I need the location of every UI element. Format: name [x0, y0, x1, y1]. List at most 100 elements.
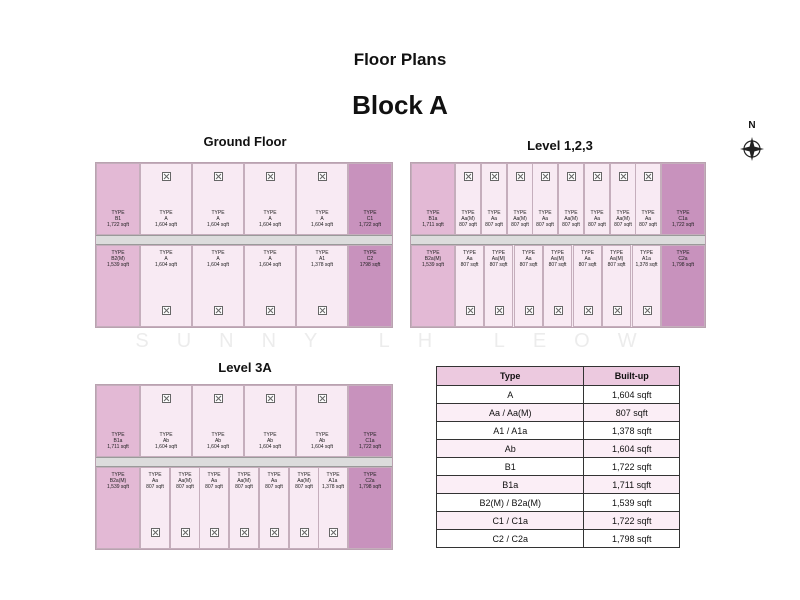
unit-name: TYPE: [159, 250, 173, 256]
unit-name: TYPE: [538, 210, 552, 216]
type-cell: Aa / Aa(M): [435, 403, 585, 422]
type-cell: A1 / A1a: [435, 421, 585, 440]
unit-type: A: [268, 216, 272, 222]
unit-name: TYPE: [639, 250, 654, 256]
stair-icon: [214, 394, 223, 403]
unit-size: 807 sqft: [205, 484, 223, 490]
unit-name: TYPE: [550, 250, 565, 256]
unit-type: Aa: [525, 256, 532, 262]
unit-type: A: [320, 216, 324, 222]
type-cell: C2 / C2a: [435, 529, 585, 548]
unit-type: Aa(M): [237, 478, 251, 484]
unit-size: 1798 sqft: [359, 262, 381, 268]
unit-size: 807 sqft: [146, 484, 164, 490]
unit-type: C2a: [678, 256, 688, 262]
stair-icon: [567, 172, 576, 181]
unit-name: TYPE: [211, 210, 225, 216]
unit-name: TYPE: [363, 432, 377, 438]
unit-type: Aa: [270, 478, 278, 484]
stair-icon: [613, 306, 622, 315]
unit-type: Ab: [162, 438, 170, 444]
type-cell: A: [435, 385, 585, 404]
unit-type: Aa: [466, 256, 473, 262]
stair-icon: [270, 528, 279, 537]
unit-name: TYPE: [111, 472, 125, 478]
unit-name: TYPE: [159, 432, 173, 438]
unit-type: Aa(M): [609, 256, 624, 262]
stair-icon: [162, 306, 171, 315]
unit-size: 807 sqft: [295, 484, 313, 490]
stair-icon: [162, 172, 171, 181]
stair-icon: [300, 528, 309, 537]
unit-size: 1,378 sqft: [322, 484, 344, 490]
stair-icon: [318, 394, 327, 403]
unit-size: 1,711 sqft: [422, 222, 444, 228]
unit-size: 807 sqft: [489, 262, 508, 268]
builtup-cell: 1,539 sqft: [583, 493, 680, 512]
north-compass: N: [738, 120, 766, 164]
unit-type: Ab: [266, 438, 274, 444]
unit-name: TYPE: [609, 250, 624, 256]
builtup-cell: 1,798 sqft: [583, 529, 680, 548]
unit-type: C1: [366, 216, 374, 222]
stair-icon: [181, 528, 190, 537]
builtup-cell: 1,722 sqft: [583, 511, 680, 530]
stair-icon: [643, 306, 652, 315]
unit-name: TYPE: [363, 210, 377, 216]
type-cell: C1 / C1a: [435, 511, 585, 530]
stair-icon: [525, 306, 534, 315]
unit-size: 1,604 sqft: [207, 444, 229, 450]
unit-size: 807 sqft: [519, 262, 538, 268]
stair-icon: [554, 306, 563, 315]
unit-name: TYPE: [580, 250, 595, 256]
unit-name: TYPE: [211, 250, 225, 256]
unit-type: A: [164, 216, 168, 222]
stair-icon: [466, 306, 475, 315]
stair-icon: [490, 172, 499, 181]
unit-size: 1,604 sqft: [207, 222, 229, 228]
stair-icon: [584, 306, 593, 315]
unit-name: TYPE: [315, 432, 329, 438]
unit-name: TYPE: [426, 250, 440, 256]
unit-name: TYPE: [263, 432, 277, 438]
unit-name: TYPE: [564, 210, 578, 216]
unit-type: Aa: [644, 216, 652, 222]
unit-size: 807 sqft: [235, 484, 253, 490]
unit-type: B1a: [428, 216, 438, 222]
stair-icon: [329, 528, 338, 537]
unit-size: 807 sqft: [460, 262, 479, 268]
